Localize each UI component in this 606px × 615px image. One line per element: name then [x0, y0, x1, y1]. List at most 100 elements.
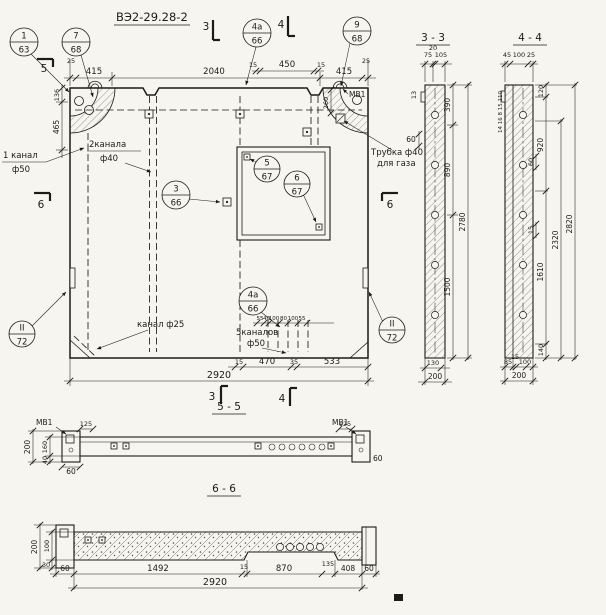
leader-mv1-top — [342, 88, 349, 95]
anchor-detail — [302, 127, 312, 137]
s44-bar — [504, 84, 534, 359]
dim-533: 533 — [324, 357, 340, 367]
s55-channel — [268, 443, 276, 451]
label-channel2-dia: ф40 — [100, 154, 118, 164]
anchor-detail — [144, 109, 154, 119]
callout-II-72-left-bot: 72 — [17, 338, 28, 348]
s66-end-block-right — [361, 526, 377, 566]
dim-470: 470 — [259, 357, 275, 367]
cut-mark-6-right: 6 — [387, 199, 394, 211]
s55-anchor — [327, 442, 335, 450]
s44-channel — [519, 161, 527, 169]
s33-top-dims — [420, 60, 452, 82]
dim-15-right: 15 — [317, 61, 325, 69]
s33-right-dims — [447, 81, 472, 362]
lifting-loop-left — [87, 80, 103, 89]
dim-25-right: 25 — [362, 57, 370, 65]
s66-dim-870: 870 — [276, 564, 292, 574]
label-channel1: 1 канал — [3, 151, 38, 161]
corner-chamfer-left — [69, 339, 91, 359]
dim-ch-55a: 55 — [257, 316, 264, 322]
s44-micro-note: 14 16 8 15 110 — [498, 91, 504, 133]
s55-dim-160: 160 — [41, 441, 49, 453]
s55-loop-left — [68, 447, 74, 453]
section-5-5: 5 - 5 МВ1 МВ1 125 125 200 160 40 60 60 — [23, 401, 383, 476]
s55-loop-right — [358, 447, 364, 453]
callout-balloons: 1 63 7 68 4а 66 9 68 3 66 5 67 6 67 4а 6… — [8, 16, 406, 348]
s55-dim-40: 40 — [41, 456, 49, 464]
s55-dim-60r: 60 — [373, 454, 383, 463]
s44-dim-1610: 1610 — [536, 262, 545, 281]
s55-channel — [318, 443, 326, 451]
print-registration-mark — [394, 594, 403, 601]
gas-tube-hatch — [336, 114, 345, 123]
leader-channel2 — [124, 162, 152, 173]
s44-dim-45: 45 — [503, 51, 511, 59]
s66-channel — [296, 543, 304, 551]
s66-channel — [306, 543, 314, 551]
s33-dim-1500: 1500 — [443, 277, 452, 296]
s55-end-block-left — [61, 430, 81, 463]
s66-end-block-left — [55, 524, 75, 569]
section-6-6-title: 6 - 6 — [212, 483, 236, 495]
dim-ch-40: 40 — [263, 316, 270, 322]
s44-dim-920: 920 — [536, 138, 545, 153]
edge-key-notch-right — [362, 267, 369, 289]
dim-2040: 2040 — [203, 67, 225, 77]
s55-end-block-right — [351, 430, 371, 463]
anchor-detail — [235, 109, 245, 119]
s44-dim-120: 120 — [537, 85, 545, 97]
s44-dim-140: 140 — [537, 344, 545, 356]
s66-dim-100: 100 — [43, 540, 51, 552]
s55-anchor — [110, 442, 118, 450]
callout-3-66-bot: 66 — [171, 199, 182, 209]
drawing-title: ВЭ2-29.28-2 — [116, 10, 188, 24]
s66-dim-2920: 2920 — [203, 577, 227, 588]
callout-6-67-top: 6 — [294, 174, 299, 184]
s66-bottom-dims — [50, 560, 380, 592]
callout-4a-66-bottom-bot: 66 — [248, 305, 259, 315]
callout-4a-66-top-bot: 66 — [252, 37, 263, 47]
cut-mark-4-top: 4 — [278, 19, 285, 31]
s55-bar — [79, 436, 353, 457]
s33-channel — [431, 211, 439, 219]
dim-15-bottom: 15 — [235, 358, 243, 366]
s33-channel — [431, 111, 439, 119]
s33-channel — [431, 161, 439, 169]
s55-dim-125l: 125 — [80, 420, 92, 428]
callout-II-72-left-top: II — [19, 324, 24, 334]
dim-25-left: 25 — [67, 57, 75, 65]
label-mv1-top: МВ1 — [349, 90, 366, 99]
s55-channel — [278, 443, 286, 451]
section-6-6: 6 - 6 200 100 30 60 1492 15 870 135 408 … — [30, 483, 380, 592]
s55-socket-left — [65, 434, 75, 444]
s66-dim-30: 30 — [42, 561, 50, 569]
callout-II-72-right-bot: 72 — [387, 334, 398, 344]
dim-ch-100b: 100 — [288, 316, 299, 322]
dim-415-left: 415 — [86, 67, 102, 77]
cutaway-hatch-tr — [323, 88, 368, 133]
s55-dim-200: 200 — [23, 440, 32, 455]
s33-dim-20: 20 — [429, 44, 437, 52]
callout-9-68-bot: 68 — [352, 35, 363, 45]
s66-dim-408: 408 — [341, 564, 356, 573]
callout-3-66-top: 3 — [173, 185, 178, 195]
section-4-4: 4 - 4 45 100 25 14 16 8 15 110 120 920 1… — [498, 32, 579, 385]
leader-5channels — [261, 347, 287, 354]
channel-section-circle — [74, 96, 84, 106]
dim-ch-80: 80 — [280, 316, 287, 322]
callout-5-67-bot: 67 — [262, 173, 273, 183]
callout-7-68-bot: 68 — [71, 46, 82, 56]
s66-dim-1492: 1492 — [147, 564, 169, 574]
s55-anchor — [254, 442, 262, 450]
cut-mark-3-top: 3 — [203, 21, 210, 33]
s33-dim-13: 13 — [410, 91, 418, 99]
callout-1-63-bot: 63 — [19, 46, 30, 56]
s33-dim-130: 130 — [427, 359, 439, 367]
s55-dim-lines — [28, 425, 356, 471]
opening-inner — [241, 151, 326, 236]
left-dim-lines — [56, 84, 68, 158]
channel-dashed-lines — [75, 96, 362, 352]
leader-channel25 — [96, 329, 149, 350]
